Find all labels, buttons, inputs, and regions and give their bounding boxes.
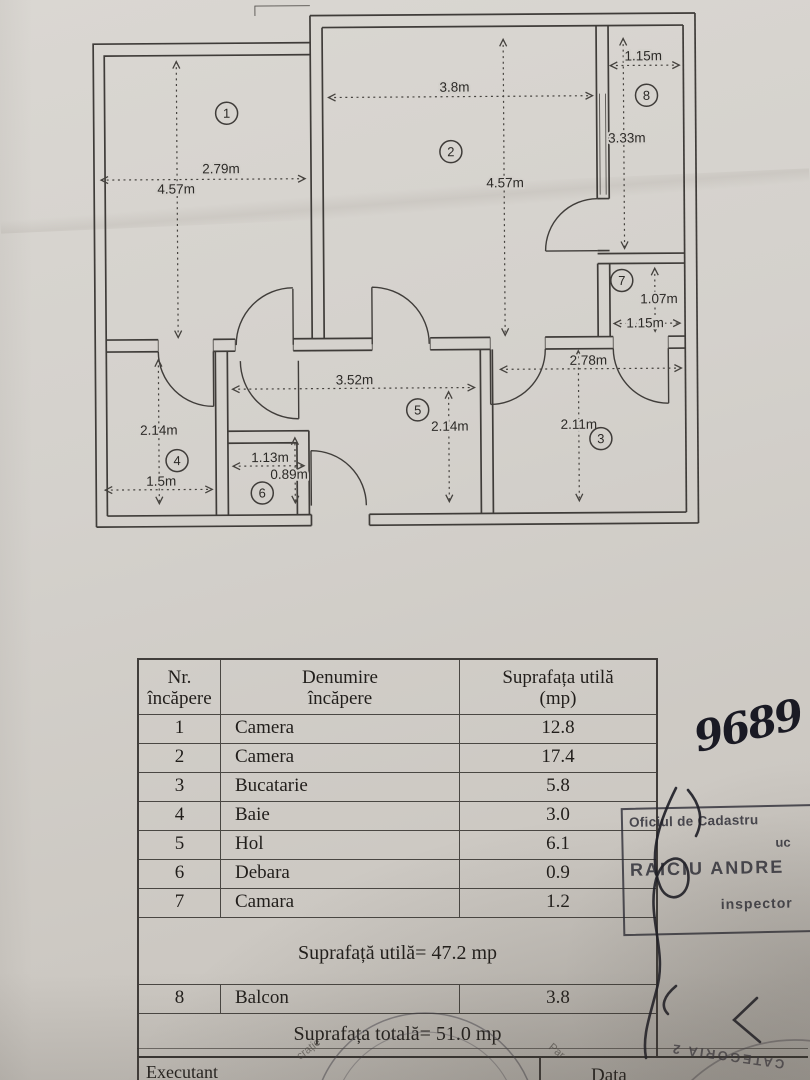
subtotal-band: Suprafață utilă= 47.2 mp bbox=[297, 942, 497, 964]
round-stamp-fragment: crație bbox=[294, 1036, 323, 1062]
table-header-row: Nr. încăpere Denumire încăpere Suprafața… bbox=[139, 660, 656, 715]
signature bbox=[643, 786, 762, 1060]
room-number-7: 7 bbox=[610, 268, 634, 293]
table-footer-row: Executant Data bbox=[137, 1056, 808, 1080]
row-name: Camera bbox=[221, 715, 460, 744]
row-name: Hol bbox=[221, 831, 460, 860]
round-stamp-left: crație Par bbox=[294, 1012, 567, 1080]
svg-text:5: 5 bbox=[414, 402, 421, 417]
row-nr: 5 bbox=[139, 831, 221, 860]
header-suprafata: Suprafața utilă (mp) bbox=[460, 660, 656, 715]
svg-text:2: 2 bbox=[447, 144, 454, 159]
row-area: 3.8 bbox=[460, 984, 656, 1014]
room7-width-label: 1.15m bbox=[626, 315, 664, 330]
svg-text:4: 4 bbox=[173, 453, 180, 468]
row-name: Balcon bbox=[221, 984, 460, 1014]
table-row: 1 Camera 12.8 bbox=[139, 715, 656, 744]
room1-door-arc bbox=[235, 287, 294, 346]
table-row: 6 Debara 0.9 bbox=[139, 860, 656, 889]
floor-plan-drawing: 2.79m 4.57m 3.8m 4.57m 1.15m 3.33m 1.07m… bbox=[92, 5, 700, 529]
row-area: 12.8 bbox=[460, 715, 656, 744]
svg-text:6: 6 bbox=[259, 485, 266, 500]
round-stamp-category-text: CATEGORIA 2 bbox=[669, 1041, 785, 1072]
row-area: 1.2 bbox=[460, 889, 656, 918]
room1-width-label: 2.79m bbox=[202, 161, 240, 176]
room4-height-label: 2.14m bbox=[140, 423, 178, 438]
room-area-table: Nr. încăpere Denumire încăpere Suprafața… bbox=[137, 658, 658, 1056]
room-number-3: 3 bbox=[589, 426, 613, 451]
dimension-labels: 2.79m 4.57m 3.8m 4.57m 1.15m 3.33m 1.07m… bbox=[138, 46, 680, 491]
balcony-row: 8 Balcon 3.8 bbox=[139, 984, 656, 1014]
room-number-1: 1 bbox=[214, 101, 239, 125]
row-nr: 7 bbox=[139, 889, 221, 918]
data-label: Data bbox=[591, 1065, 627, 1080]
kitchen-door-arc bbox=[489, 349, 546, 406]
total-band: Suprafața totală= 51.0 mp bbox=[293, 1023, 502, 1045]
row-nr: 3 bbox=[139, 773, 221, 802]
room7-door-arc bbox=[612, 348, 670, 404]
row-name: Bucatarie bbox=[221, 773, 460, 802]
handwritten-number: 9689 bbox=[689, 689, 808, 762]
row-area: 17.4 bbox=[460, 744, 656, 773]
room-number-4: 4 bbox=[165, 448, 189, 473]
room-number-2: 2 bbox=[439, 139, 463, 164]
row-name: Camera bbox=[221, 744, 460, 773]
room3-width-label: 2.78m bbox=[570, 353, 608, 368]
room5-width-label: 3.52m bbox=[336, 372, 374, 387]
room-number-6: 6 bbox=[250, 481, 275, 505]
row-name: Debara bbox=[221, 860, 460, 889]
entrance-door-arc bbox=[310, 449, 368, 506]
door-arcs bbox=[157, 197, 670, 506]
room3-height-label: 2.11m bbox=[560, 417, 597, 432]
balcony-door-arc bbox=[544, 197, 598, 252]
row-area: 5.8 bbox=[460, 773, 656, 802]
footer-divider bbox=[539, 1058, 541, 1080]
room-number-8: 8 bbox=[634, 83, 659, 108]
walls bbox=[92, 5, 700, 529]
room6-width-label: 1.13m bbox=[251, 450, 289, 465]
row-nr: 6 bbox=[139, 860, 221, 889]
table-rule bbox=[137, 1048, 808, 1050]
row-name: Baie bbox=[221, 802, 460, 831]
table-row: 2 Camera 17.4 bbox=[139, 744, 656, 773]
table-row: 7 Camara 1.2 bbox=[139, 889, 656, 918]
round-stamp-fragment: Par bbox=[546, 1041, 567, 1061]
room-number-5: 5 bbox=[405, 398, 430, 422]
row-nr: 2 bbox=[139, 744, 221, 773]
dimension-lines bbox=[99, 37, 683, 506]
room7-height-label: 1.07m bbox=[640, 291, 678, 306]
room6-height-label: 0.89m bbox=[270, 467, 308, 482]
row-nr: 8 bbox=[139, 984, 221, 1014]
row-area: 3.0 bbox=[460, 802, 656, 831]
row-name: Camara bbox=[221, 889, 460, 918]
round-stamp-right: CATEGORIA 2 bbox=[669, 1039, 810, 1080]
table-row: 3 Bucatarie 5.8 bbox=[139, 773, 656, 802]
header-denumire: Denumire încăpere bbox=[221, 660, 460, 715]
row-area: 6.1 bbox=[460, 831, 656, 860]
row-nr: 1 bbox=[139, 715, 221, 744]
room4-width-label: 1.5m bbox=[146, 474, 176, 489]
row-area: 0.9 bbox=[460, 860, 656, 889]
header-nr: Nr. încăpere bbox=[139, 660, 221, 715]
room1-height-label: 4.57m bbox=[157, 181, 195, 196]
room8-width-label: 1.15m bbox=[624, 48, 662, 63]
row-nr: 4 bbox=[139, 802, 221, 831]
room8-height-label: 3.33m bbox=[608, 130, 646, 145]
svg-text:8: 8 bbox=[643, 88, 650, 103]
svg-text:1: 1 bbox=[223, 106, 230, 121]
room2-door-arc bbox=[371, 286, 430, 345]
table-row: 5 Hol 6.1 bbox=[139, 831, 656, 860]
room5-height-label: 2.14m bbox=[431, 419, 469, 434]
room2-height-label: 4.57m bbox=[486, 175, 524, 190]
svg-text:3: 3 bbox=[597, 431, 604, 446]
table-row: 4 Baie 3.0 bbox=[139, 802, 656, 831]
room2-width-label: 3.8m bbox=[439, 80, 469, 95]
executant-label: Executant bbox=[146, 1062, 218, 1080]
svg-text:7: 7 bbox=[618, 273, 625, 288]
